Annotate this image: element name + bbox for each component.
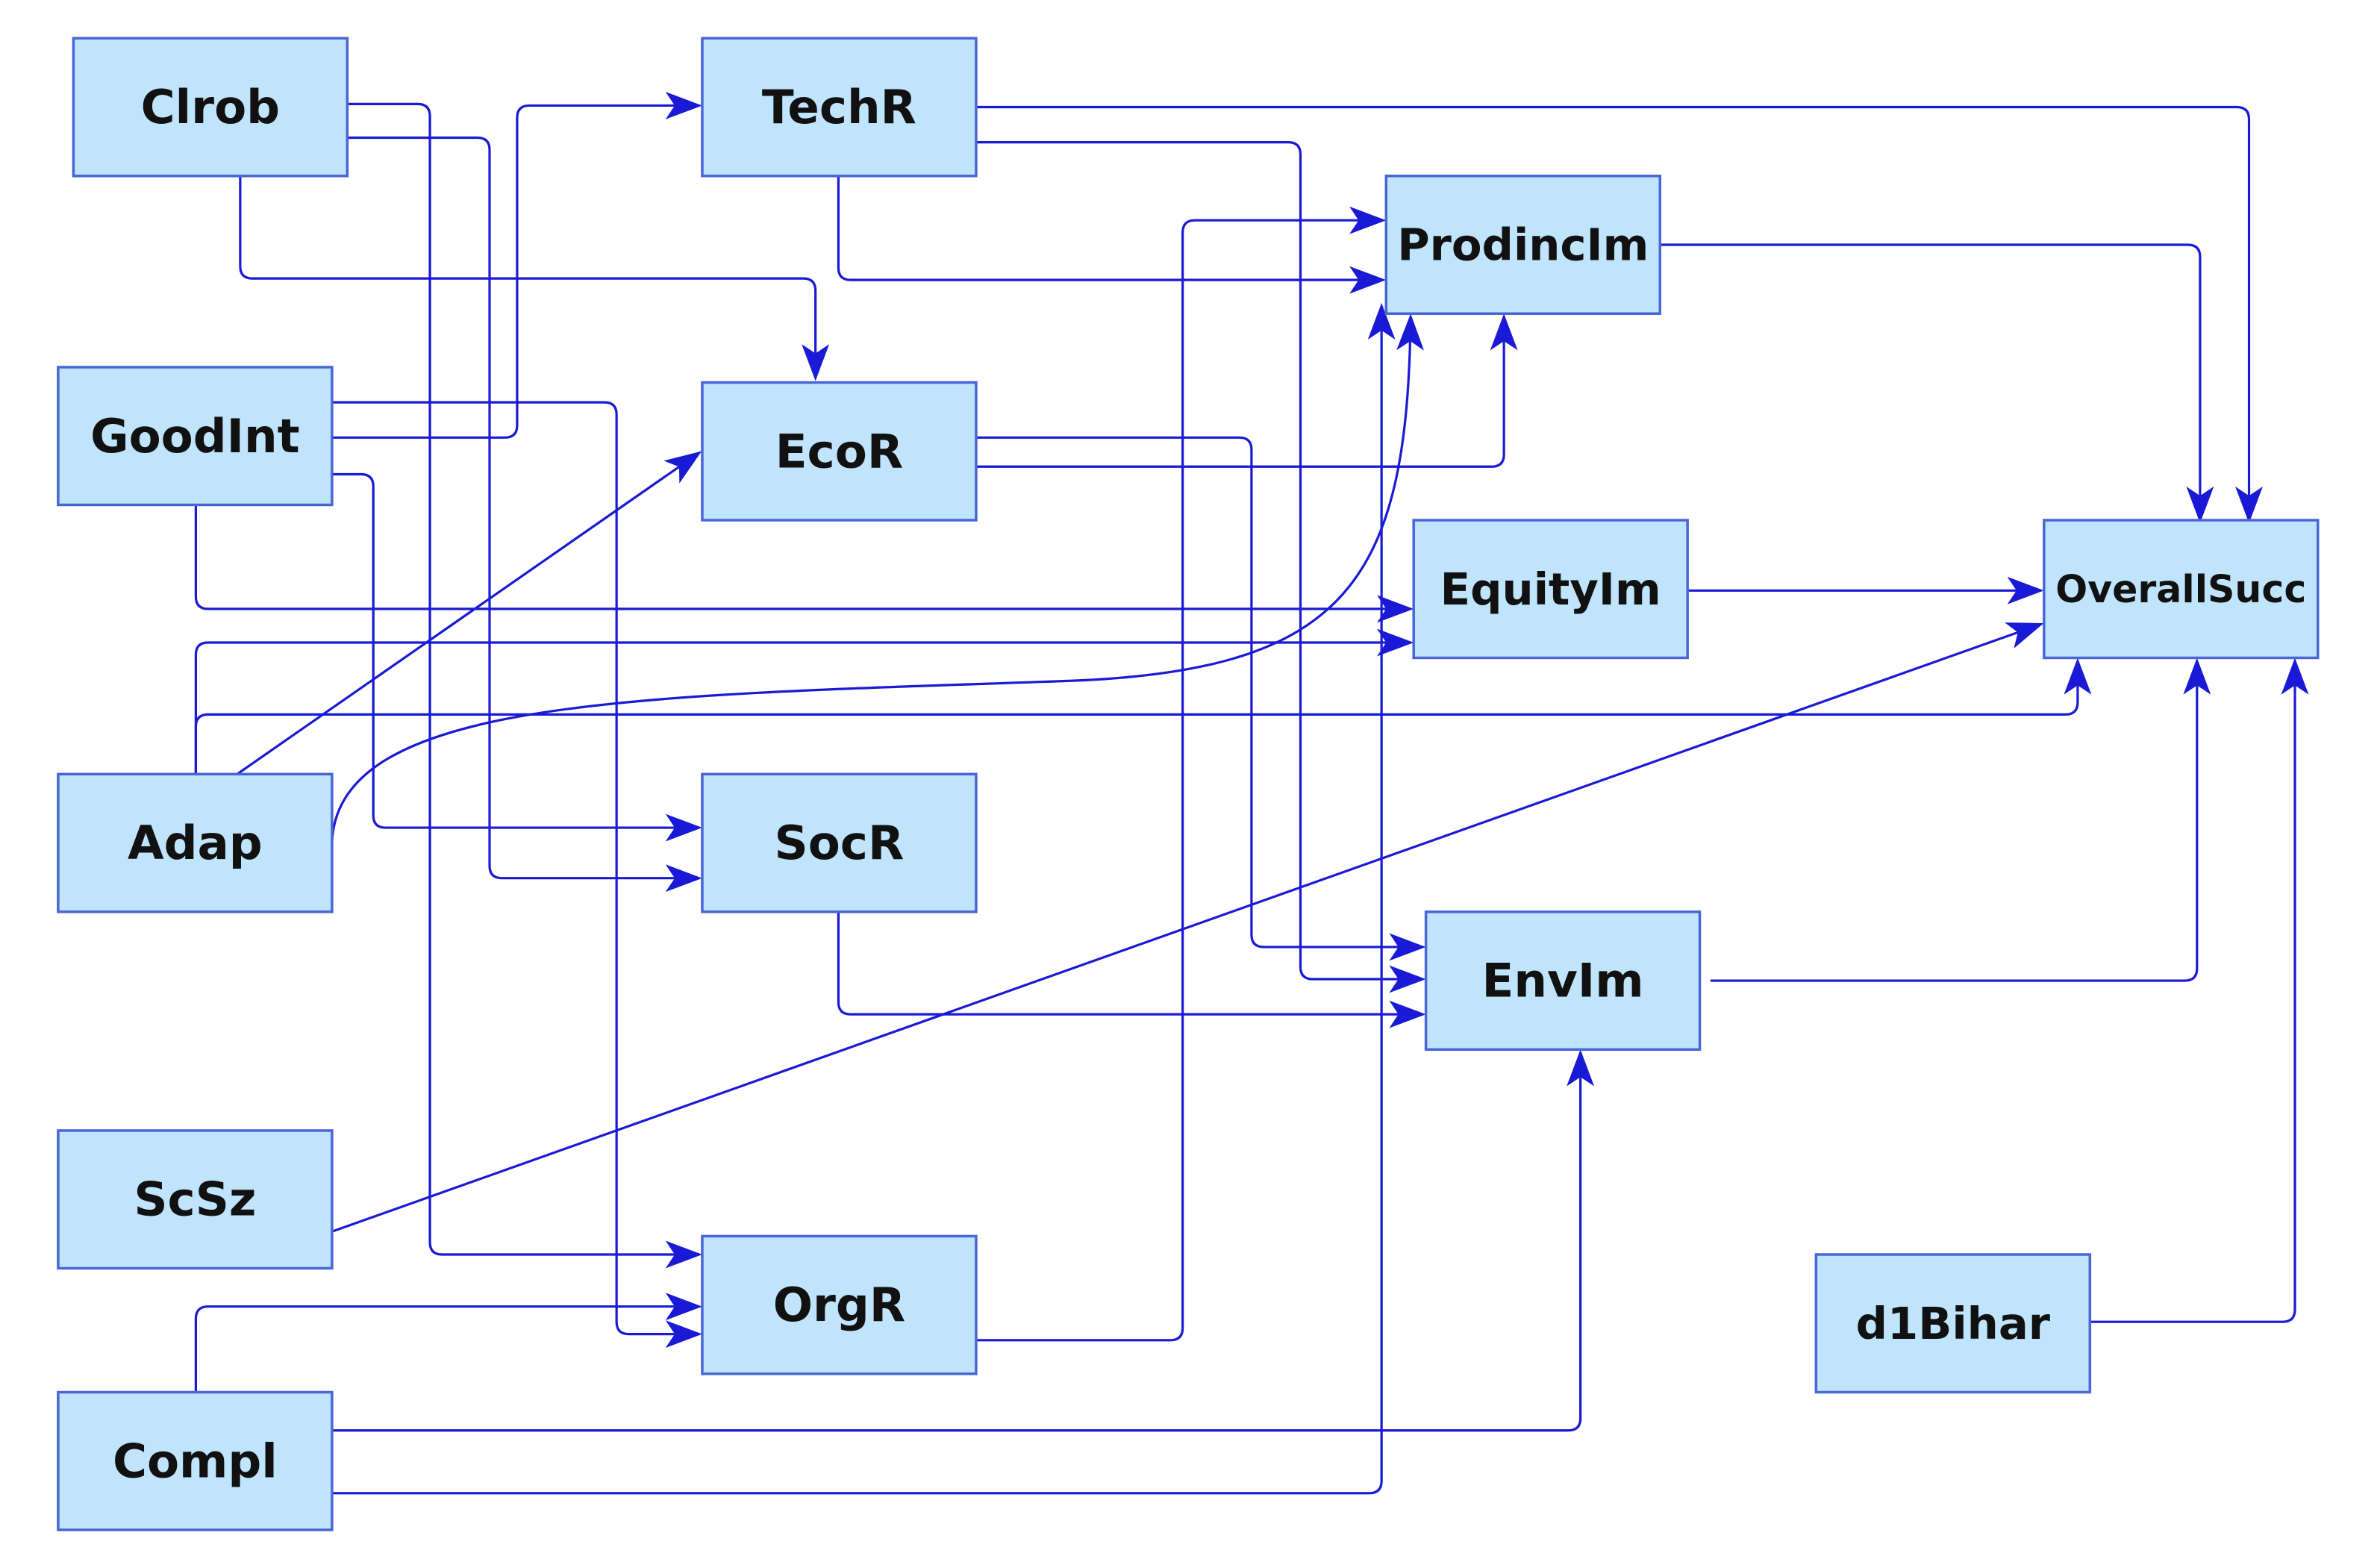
node-label-overallsucc: OverallSucc bbox=[2055, 567, 2306, 611]
edge-techr-to-envim bbox=[976, 143, 1426, 993]
edge-clrob-to-orgr bbox=[347, 104, 702, 1269]
node-label-techr: TechR bbox=[762, 80, 916, 134]
node-box bbox=[701, 1234, 978, 1375]
node-box bbox=[72, 37, 349, 178]
node-box bbox=[57, 1129, 334, 1270]
node-label-goodint: GoodInt bbox=[90, 409, 300, 463]
node-label-prodincim: ProdincIm bbox=[1397, 219, 1649, 271]
node-compl: Compl bbox=[57, 1390, 334, 1531]
edge-techr-to-prodincim bbox=[838, 176, 1387, 294]
node-orgr: OrgR bbox=[701, 1234, 978, 1375]
node-box bbox=[1814, 1253, 2092, 1394]
node-envim: EnvIm bbox=[1424, 910, 1702, 1052]
node-box bbox=[57, 366, 334, 507]
node-label-scsz: ScSz bbox=[134, 1172, 256, 1227]
edge-ecor-to-prodincim bbox=[976, 313, 1518, 466]
node-label-socr: SocR bbox=[775, 816, 905, 870]
edge-d1bihar-to-overallsucc bbox=[2090, 657, 2309, 1322]
edge-envim-to-overallsucc bbox=[1711, 657, 2211, 981]
node-clrob: Clrob bbox=[72, 37, 349, 178]
edge-orgr-to-prodincim bbox=[976, 206, 1387, 1340]
node-label-adap: Adap bbox=[128, 816, 263, 870]
edge-prodincim-to-overallsucc bbox=[1660, 245, 2214, 524]
node-label-envim: EnvIm bbox=[1482, 954, 1644, 1008]
edge-adap-to-prodincim bbox=[332, 313, 1425, 843]
edge-goodint-to-techr bbox=[332, 91, 702, 437]
node-box bbox=[57, 1390, 334, 1531]
node-d1bihar: d1Bihar bbox=[1814, 1253, 2092, 1394]
edge-goodint-to-equityim bbox=[196, 505, 1414, 623]
node-overallsucc: OverallSucc bbox=[2043, 519, 2320, 660]
node-box bbox=[701, 37, 978, 178]
edge-clrob-to-ecor bbox=[240, 176, 830, 381]
edge-ecor-to-envim bbox=[976, 437, 1426, 961]
edge-goodint-to-orgr bbox=[332, 402, 702, 1349]
node-label-compl: Compl bbox=[113, 1434, 278, 1488]
node-scsz: ScSz bbox=[57, 1129, 334, 1270]
edges-layer bbox=[196, 91, 2309, 1493]
node-techr: TechR bbox=[701, 37, 978, 178]
edge-compl-to-prodincim bbox=[332, 302, 1396, 1493]
node-box bbox=[2043, 519, 2320, 660]
node-label-clrob: Clrob bbox=[141, 80, 280, 134]
edge-compl-to-envim bbox=[332, 1049, 1595, 1430]
node-box bbox=[57, 772, 334, 913]
node-label-equityim: EquityIm bbox=[1440, 563, 1661, 615]
node-box bbox=[1384, 175, 1662, 315]
edge-scsz-to-overallsucc bbox=[332, 624, 2044, 1231]
node-label-orgr: OrgR bbox=[773, 1278, 905, 1332]
edge-adap-to-overallsucc bbox=[196, 657, 2092, 775]
edge-adap-to-equityim bbox=[196, 628, 1414, 774]
node-equityim: EquityIm bbox=[1412, 519, 1689, 660]
node-box bbox=[1412, 519, 1689, 660]
node-goodint: GoodInt bbox=[57, 366, 334, 507]
node-box bbox=[701, 772, 978, 913]
edge-techr-to-overallsucc bbox=[976, 107, 2263, 524]
node-box bbox=[701, 381, 978, 522]
node-socr: SocR bbox=[701, 772, 978, 913]
node-label-ecor: EcoR bbox=[775, 424, 903, 478]
node-ecor: EcoR bbox=[701, 381, 978, 522]
node-label-d1bihar: d1Bihar bbox=[1856, 1298, 2051, 1349]
edge-compl-to-orgr bbox=[196, 1293, 702, 1393]
node-adap: Adap bbox=[57, 772, 334, 913]
node-prodincim: ProdincIm bbox=[1384, 175, 1662, 315]
edge-socr-to-envim bbox=[838, 912, 1426, 1028]
edge-clrob-to-socr bbox=[347, 138, 702, 893]
edge-goodint-to-socr bbox=[332, 475, 702, 842]
edge-adap-to-ecor bbox=[237, 453, 702, 774]
node-box bbox=[1424, 910, 1702, 1052]
